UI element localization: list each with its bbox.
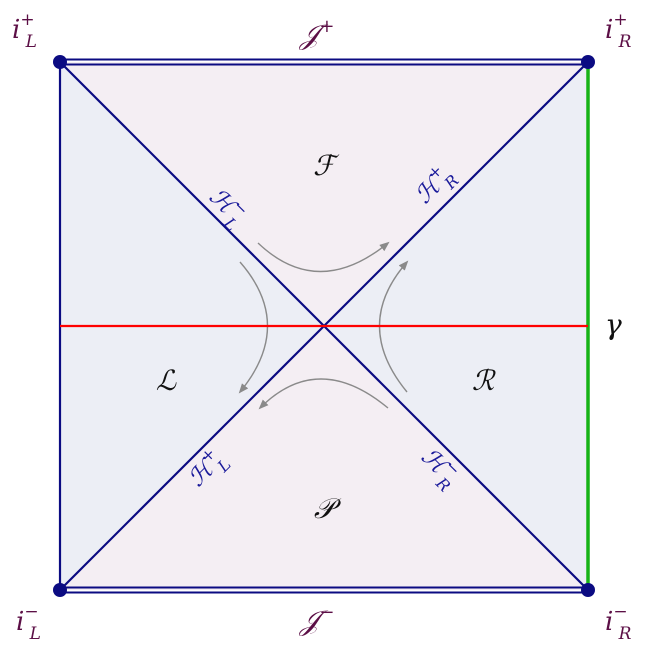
region-label-right: ℛ xyxy=(472,364,496,397)
flow-arrow-top xyxy=(257,241,390,273)
future-region-fill xyxy=(60,62,588,326)
corner-dot-top-left xyxy=(53,55,67,69)
corner-dot-bottom-right xyxy=(581,583,595,597)
gamma-label: γ xyxy=(605,308,622,341)
corner-label-top-right: i+R xyxy=(605,10,632,52)
corner-label-bottom-right: i−R xyxy=(605,602,632,644)
past-region-fill xyxy=(60,326,588,590)
region-label-left: ℒ xyxy=(156,364,177,397)
corner-label-bottom-left: i−L xyxy=(16,602,41,644)
corner-dot-bottom-left xyxy=(53,583,67,597)
scri-plus-label: 𝒥+ xyxy=(298,16,334,51)
corner-label-top-left: i+L xyxy=(12,10,37,52)
corner-dot-top-right xyxy=(581,55,595,69)
flow-arrow-bottom xyxy=(258,378,389,410)
scri-minus-label: 𝒥− xyxy=(298,602,334,637)
